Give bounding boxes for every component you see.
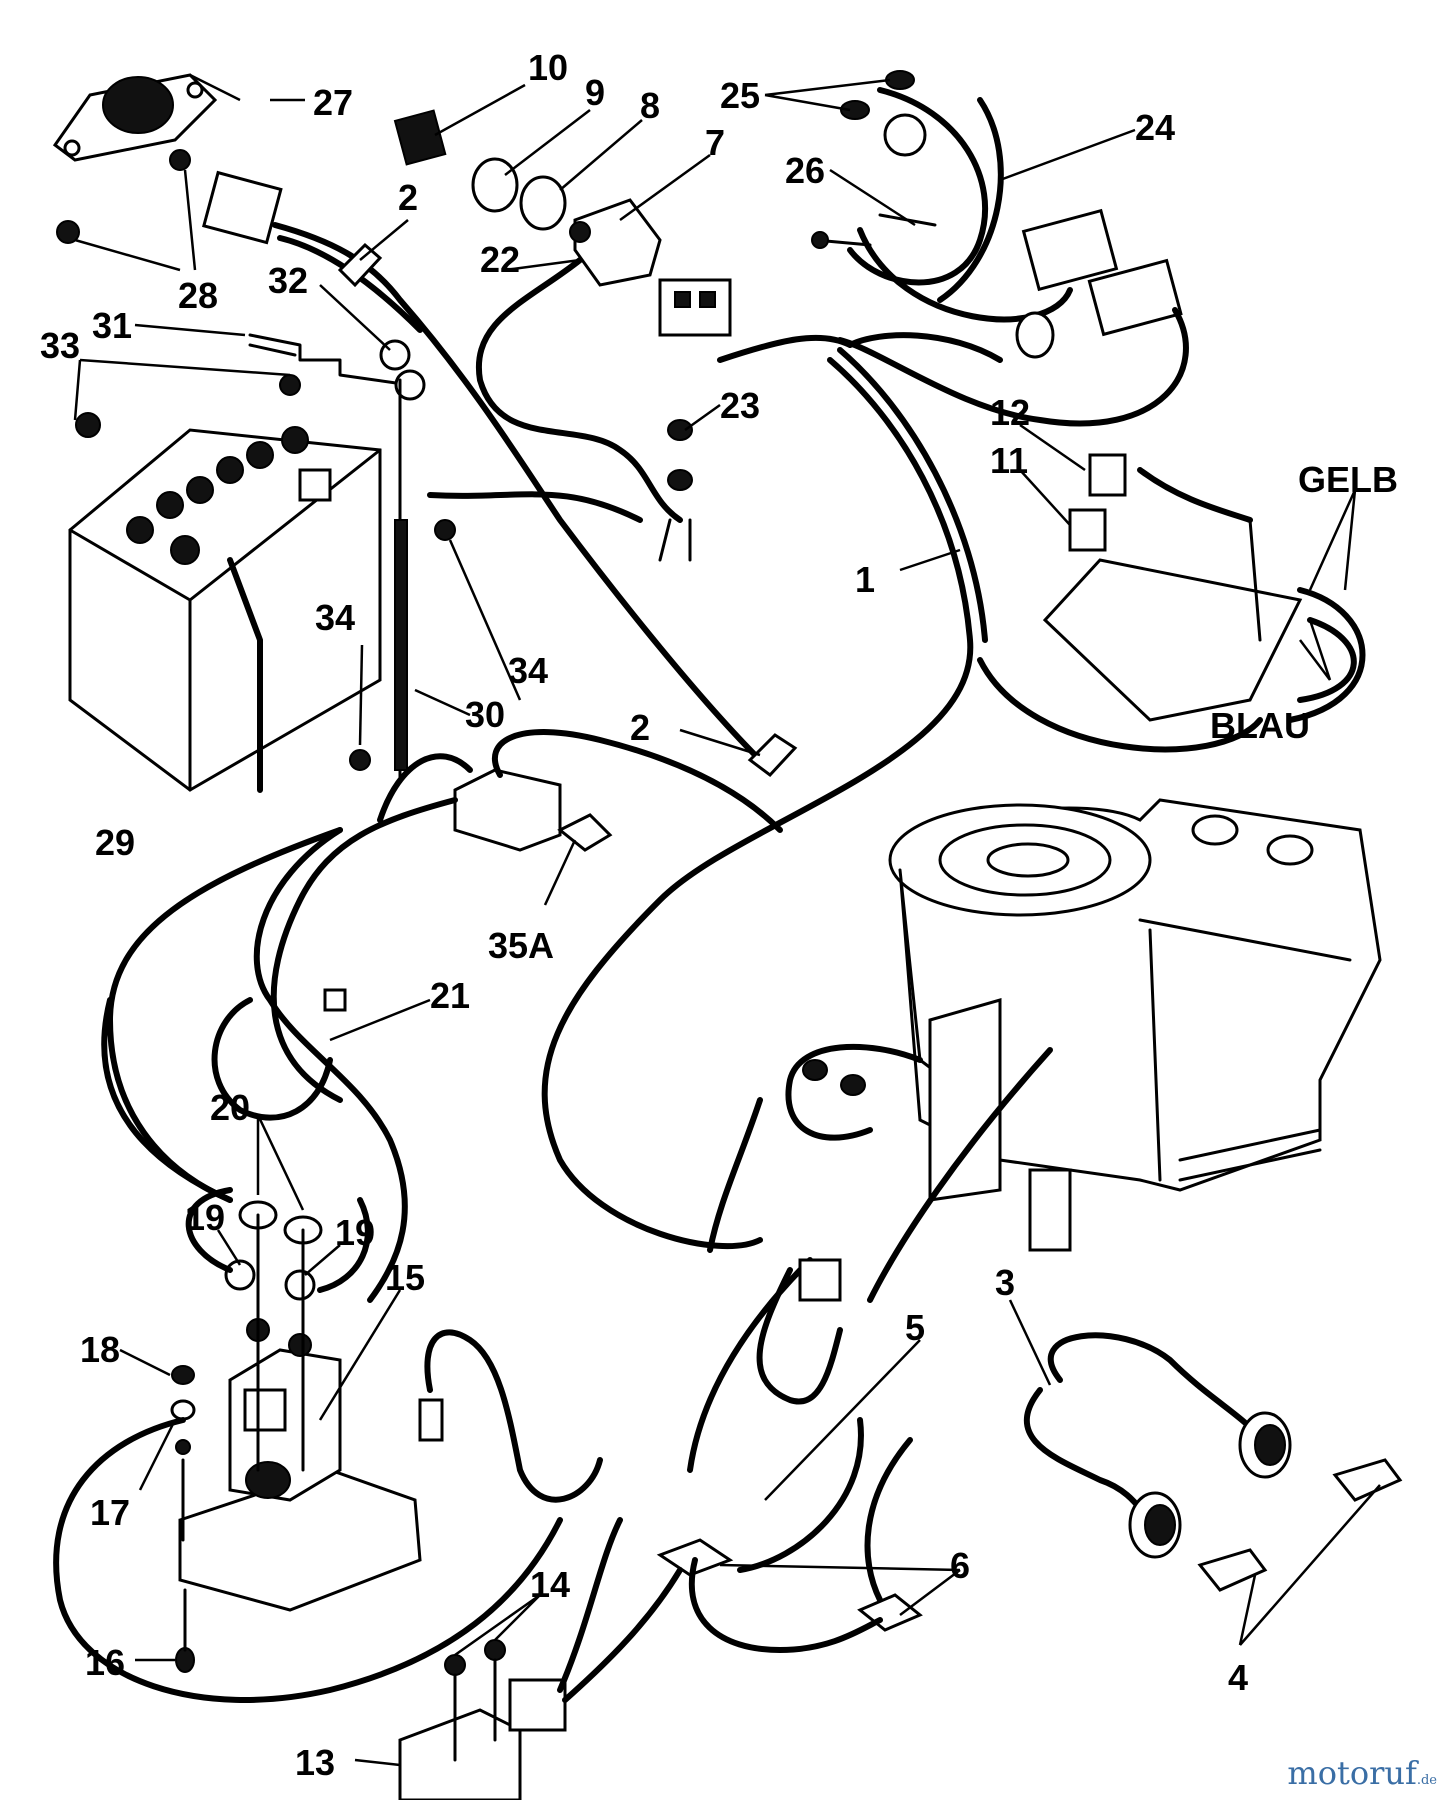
watermark-suffix: .de xyxy=(1416,1773,1437,1788)
callout-4: 4 xyxy=(1228,1657,1248,1698)
callout-16: 16 xyxy=(85,1642,125,1683)
callout-19-right: 19 xyxy=(335,1212,375,1253)
headlight-assembly xyxy=(864,1332,1403,1603)
callout-5: 5 xyxy=(905,1307,925,1348)
leader-lines xyxy=(73,73,1381,1767)
key-switch-parts xyxy=(393,109,662,287)
callout-25: 25 xyxy=(720,75,760,116)
light-harness xyxy=(811,70,1189,427)
callout-35a: 35A xyxy=(488,925,554,966)
key-switch-connector xyxy=(658,278,732,337)
callout-17: 17 xyxy=(90,1492,130,1533)
callout-8: 8 xyxy=(640,85,660,126)
callout-13: 13 xyxy=(295,1742,335,1783)
callout-1: 1 xyxy=(855,559,875,600)
bottom-switch-bracket xyxy=(398,1517,683,1800)
callout-2-lower: 2 xyxy=(630,707,650,748)
callout-22: 22 xyxy=(480,239,520,280)
callout-21: 21 xyxy=(430,975,470,1016)
callout-23: 23 xyxy=(720,385,760,426)
callout-27: 27 xyxy=(313,82,353,123)
callout-12: 12 xyxy=(990,392,1030,433)
wire-5 xyxy=(418,1257,864,1573)
callout-29: 29 xyxy=(95,822,135,863)
callout-10: 10 xyxy=(528,47,568,88)
callout-11: 11 xyxy=(990,440,1028,481)
callout-34-upper: 34 xyxy=(508,650,548,691)
callout-32: 32 xyxy=(268,260,308,301)
callout-28: 28 xyxy=(178,275,218,316)
main-harness xyxy=(541,332,1263,1250)
callout-9: 9 xyxy=(585,72,605,113)
callout-34-lower: 34 xyxy=(315,597,355,638)
buzzer-cable xyxy=(202,170,798,778)
buzzer-unit xyxy=(52,73,218,162)
battery xyxy=(68,426,382,792)
wire-21 xyxy=(107,827,408,1303)
label-gelb: GELB xyxy=(1298,459,1398,500)
watermark: motoruf.de xyxy=(1287,1754,1437,1792)
callout-14: 14 xyxy=(530,1564,570,1605)
solenoid xyxy=(53,997,563,1703)
callout-3: 3 xyxy=(995,1262,1015,1303)
fuse-holder xyxy=(270,729,783,1103)
callout-2-upper: 2 xyxy=(398,177,418,218)
callout-6: 6 xyxy=(950,1545,970,1586)
wire-22 xyxy=(475,257,693,562)
label-blau: BLAU xyxy=(1210,705,1310,746)
callout-numbers: 1 2 2 3 4 5 6 7 8 9 10 11 12 13 14 15 16… xyxy=(40,47,1398,1783)
clamps xyxy=(656,1538,923,1653)
callout-19-left: 19 xyxy=(185,1197,225,1238)
watermark-brand: motoruf xyxy=(1287,1754,1417,1792)
engine xyxy=(707,798,1382,1303)
callout-24: 24 xyxy=(1135,107,1175,148)
callout-7: 7 xyxy=(705,122,725,163)
battery-hardware xyxy=(56,149,643,793)
callout-20: 20 xyxy=(210,1087,250,1128)
callout-18: 18 xyxy=(80,1329,120,1370)
callout-31: 31 xyxy=(92,305,132,346)
callout-33: 33 xyxy=(40,325,80,366)
callout-26: 26 xyxy=(785,150,825,191)
seat-switch-bracket xyxy=(1042,453,1366,723)
callout-15: 15 xyxy=(385,1257,425,1298)
callout-30: 30 xyxy=(465,694,505,735)
